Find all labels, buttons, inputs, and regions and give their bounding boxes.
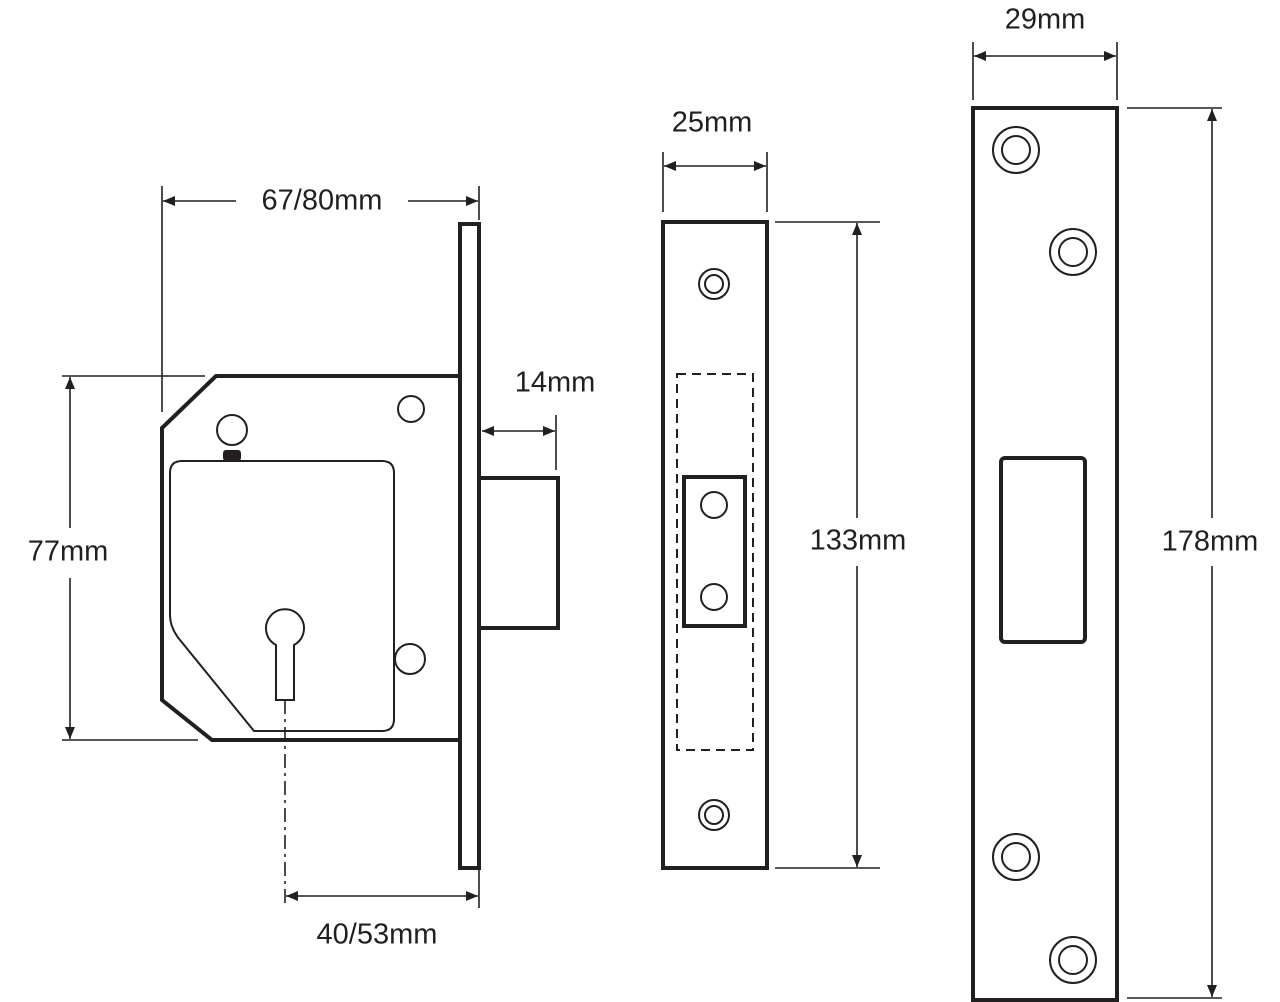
label-faceplate-width: 25mm [672, 107, 753, 139]
countersunk-screw-hole [992, 833, 1040, 881]
label-lock-height: 77mm [28, 536, 109, 568]
lock-case [160, 374, 462, 742]
label-lock-width: 67/80mm [262, 185, 383, 217]
screw-hole [216, 414, 248, 446]
countersunk-screw-hole [992, 126, 1040, 174]
countersunk-screw-hole [698, 799, 730, 831]
lock-body-side-view [160, 222, 560, 870]
dimension-strike-height: 178mm [1127, 107, 1259, 999]
dimension-faceplate-width: 25mm [662, 107, 768, 212]
faceplate-front-view [661, 220, 769, 870]
countersunk-screw-hole [698, 268, 730, 300]
dimension-backset: 40/53mm [284, 700, 480, 951]
label-bolt-throw: 14mm [515, 367, 596, 399]
keyhole [265, 608, 305, 701]
screw-hole [394, 643, 426, 675]
bolt [477, 476, 560, 630]
label-strike-width: 29mm [1005, 4, 1086, 36]
label-backset: 40/53mm [317, 919, 438, 951]
dimension-bolt-throw: 14mm [482, 367, 595, 470]
dimension-faceplate-height: 133mm [775, 221, 907, 869]
dimension-lock-width: 67/80mm [161, 185, 480, 412]
strike-opening [999, 456, 1087, 644]
label-faceplate-height: 133mm [810, 525, 907, 557]
screw-hole [700, 583, 728, 611]
faceplate [458, 222, 481, 870]
cover-plate [169, 460, 395, 732]
dimension-lock-height: 77mm [28, 375, 205, 741]
countersunk-screw-hole [1049, 228, 1097, 276]
countersunk-screw-hole [1049, 936, 1097, 984]
screw-hole [397, 395, 425, 423]
lock-case-outline-dashed [676, 373, 754, 751]
strike-plate [971, 106, 1119, 1002]
tab [223, 450, 241, 461]
screw-hole [700, 491, 728, 519]
label-strike-height: 178mm [1162, 526, 1259, 558]
dimension-strike-width: 29mm [972, 4, 1118, 100]
